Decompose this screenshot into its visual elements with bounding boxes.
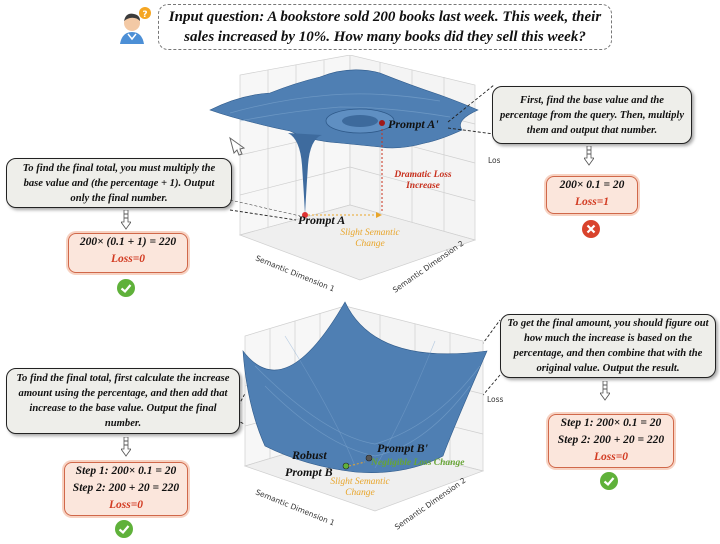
down-arrow-icon [121,437,131,457]
prompt-b-prime-label: Prompt B' [377,441,429,455]
prompt-b-label: Prompt B [285,465,333,479]
negligible-loss-label: Negligible Loss Change [371,458,465,468]
dramatic-loss-label: Dramatic Loss Increase [394,170,452,191]
bottom-left-prompt-box: To find the final total, first calculate… [6,368,240,434]
robust-label: Robust [292,448,327,462]
input-question: Input question: A bookstore sold 200 boo… [158,4,612,50]
svg-text:?: ? [142,10,147,20]
prompt-a-point [302,212,308,218]
bottom-loss-surface-plot: Loss Semantic Dimension 1 Semantic Dimen… [242,301,504,532]
top-left-prompt-box: To find the final total, you must multip… [6,158,232,208]
prompt-a-prime-label: Prompt A' [388,117,439,131]
svg-text:Loss: Loss [487,395,504,404]
bottom-right-prompt-box: To get the final amount, you should figu… [500,314,716,378]
svg-text:Loss: Loss [488,156,500,165]
down-arrow-icon [584,146,594,166]
top-right-prompt-box: First, find the base value and the perce… [492,86,692,144]
cross-icon [582,220,600,243]
prompt-b-point [342,462,350,470]
prompt-b-prime-point [365,454,373,462]
down-arrow-icon [121,210,131,230]
rotate-arrow-icon [226,134,248,161]
thinking-person-icon: ? [116,6,156,46]
slight-change-label-bottom: Slight Semantic Change [330,477,390,498]
top-loss-surface-plot: Loss Semantic Dimension 1 Semantic Dimen… [209,55,500,295]
check-icon [115,520,133,543]
down-arrow-icon [600,381,610,401]
prompt-a-label: Prompt A [298,213,346,227]
slight-change-label-top: Slight Semantic Change [340,228,400,249]
check-icon [600,472,618,495]
prompt-a-prime-point [379,120,385,126]
check-icon [117,279,135,302]
